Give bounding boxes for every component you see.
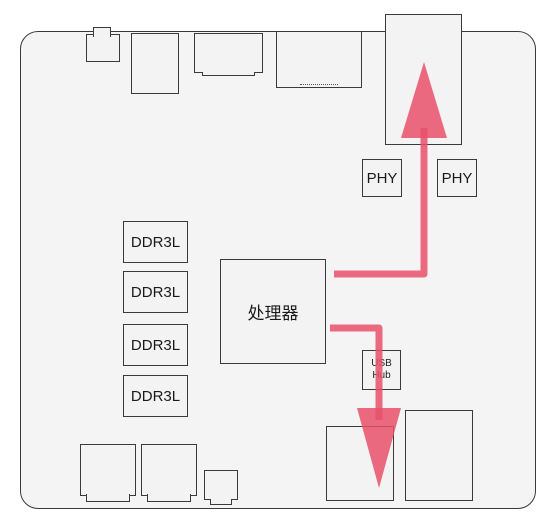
phy-label-1: PHY — [366, 169, 398, 187]
bottom-connector-b — [141, 444, 197, 496]
ddr3l-label-4: DDR3L — [130, 387, 181, 405]
arrow-to-ethernet-head — [401, 62, 447, 138]
ddr3l-label-2: DDR3L — [130, 283, 181, 301]
processor-label: 处理器 — [247, 304, 299, 323]
arrow-to-ethernet — [334, 128, 428, 278]
arrow-to-usb — [330, 324, 383, 420]
top-connector-c — [276, 31, 362, 88]
top-connector-c-dots — [300, 84, 338, 85]
bottom-small-connector — [204, 470, 238, 500]
ddr3l-chip-3: DDR3L — [123, 324, 188, 366]
processor-chip: 处理器 — [220, 259, 326, 364]
ddr3l-chip-2: DDR3L — [123, 271, 188, 313]
bottom-connector-a — [80, 444, 136, 496]
bottom-connector-a-base — [86, 494, 130, 502]
ddr3l-chip-4: DDR3L — [123, 375, 188, 417]
bottom-connector-b-base — [147, 494, 191, 502]
arrow-to-usb-head — [357, 408, 401, 488]
top-connector-b-base — [202, 72, 255, 76]
ddr3l-label-1: DDR3L — [130, 233, 181, 251]
top-small-connector — [86, 34, 120, 62]
ddr3l-label-3: DDR3L — [130, 336, 181, 354]
phy-chip-2: PHY — [437, 159, 477, 197]
top-small-connector-tab — [93, 27, 111, 37]
ddr3l-chip-1: DDR3L — [123, 221, 188, 263]
phy-label-2: PHY — [441, 169, 473, 187]
connector-bottom-right — [405, 410, 473, 501]
phy-chip-1: PHY — [362, 159, 402, 197]
bottom-small-connector-tab — [210, 499, 232, 505]
top-connector-a — [131, 33, 179, 94]
